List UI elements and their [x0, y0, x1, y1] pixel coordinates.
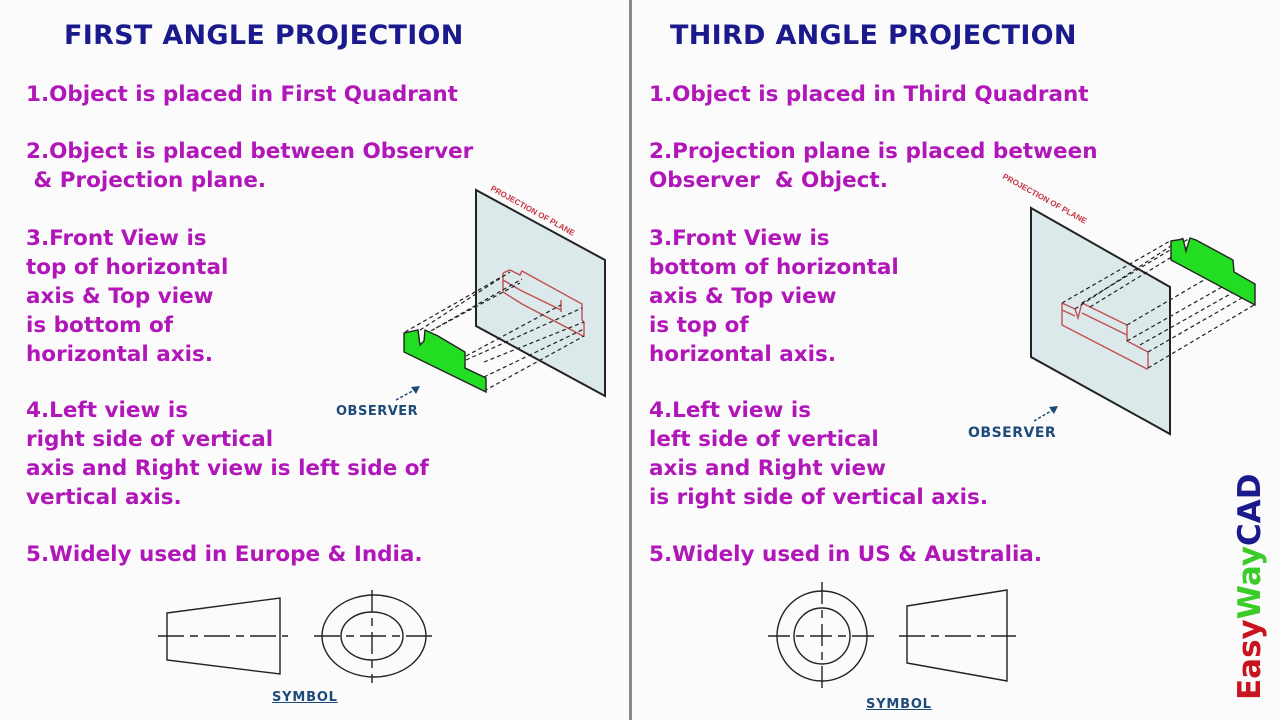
brand-part-way: Way: [1232, 545, 1268, 620]
first-angle-symbol-icon: [158, 590, 433, 683]
first-angle-diagram: PROJECTION OF PLANE: [158, 184, 606, 683]
third-angle-symbol-label: SYMBOL: [866, 697, 932, 712]
brand-part-cad: CAD: [1232, 473, 1268, 546]
third-angle-panel: THIRD ANGLE PROJECTION 1.Object is place…: [634, 0, 1280, 720]
first-angle-symbol-label: SYMBOL: [272, 690, 338, 705]
third-angle-arrow-icon: [1033, 406, 1058, 422]
first-angle-observer-label: OBSERVER: [336, 404, 419, 419]
third-angle-point-1: 1.Object is placed in Third Quadrant: [649, 82, 1089, 107]
third-angle-observer-label: OBSERVER: [968, 425, 1057, 441]
third-angle-point-2: 2.Projection plane is placed between Obs…: [649, 139, 1098, 193]
first-angle-arrow-icon: [395, 386, 420, 401]
third-angle-point-5: 5.Widely used in US & Australia.: [649, 542, 1042, 567]
third-angle-point-3: 3.Front View is bottom of horizontal axi…: [649, 226, 899, 367]
panel-divider: [629, 0, 632, 720]
first-angle-point-4: 4.Left view is right side of vertical ax…: [26, 398, 429, 510]
brand-part-easy: Easy: [1232, 619, 1268, 700]
first-angle-point-1: 1.Object is placed in First Quadrant: [26, 82, 458, 107]
first-angle-point-5: 5.Widely used in Europe & India.: [26, 542, 423, 567]
first-angle-point-3: 3.Front View is top of horizontal axis &…: [26, 226, 229, 367]
first-angle-title: FIRST ANGLE PROJECTION: [64, 20, 464, 51]
first-angle-point-2: 2.Object is placed between Observer & Pr…: [26, 139, 474, 193]
brand-logo: EasyWayCAD: [1232, 473, 1268, 700]
third-angle-symbol-icon: [768, 582, 1016, 692]
third-angle-title: THIRD ANGLE PROJECTION: [670, 20, 1077, 51]
first-angle-panel: FIRST ANGLE PROJECTION 1.Object is place…: [0, 0, 630, 720]
third-angle-point-4: 4.Left view is left side of vertical axi…: [649, 398, 988, 510]
